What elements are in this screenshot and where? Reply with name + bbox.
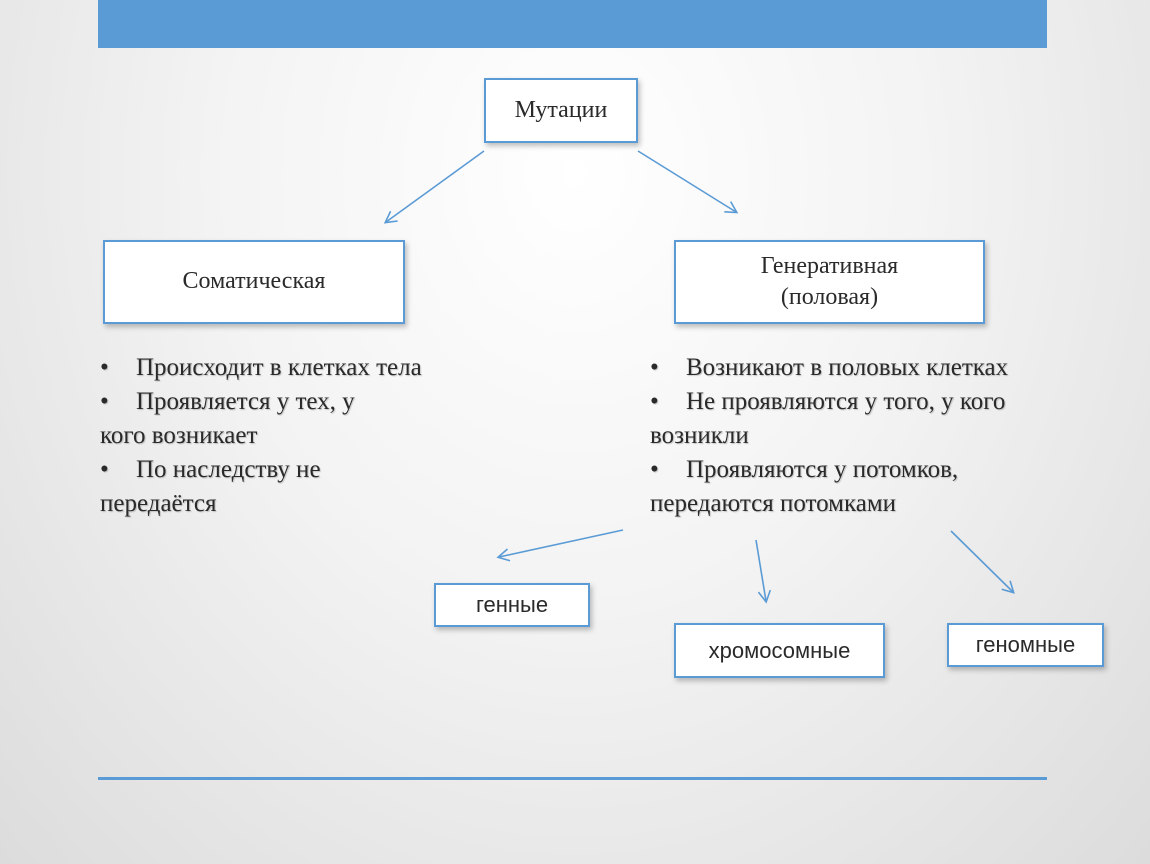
arrow-to-gene: [496, 529, 624, 562]
generative-label-line2: (половая): [780, 284, 879, 310]
arrow-to-somatic: [383, 150, 485, 224]
footer-divider: [98, 777, 1047, 780]
generative-point-3: Проявляются у потомков, передаются потом…: [650, 453, 1020, 521]
genomic-mutations-node: геномные: [947, 623, 1104, 667]
generative-point-1: Возникают в половых клетках: [650, 351, 1070, 385]
arrow-to-generative: [637, 150, 739, 214]
somatic-points: Происходит в клетках тела Проявляется у …: [100, 351, 430, 521]
generative-point-2: Не проявляются у того, у кого возникли: [650, 385, 1060, 453]
somatic-label: Соматическая: [182, 268, 326, 295]
root-node: Мутации: [484, 78, 638, 143]
somatic-point-3: По наследству не передаётся: [100, 453, 400, 521]
somatic-point-1: Происходит в клетках тела: [100, 351, 430, 385]
generative-label-line1: Генеративная: [760, 252, 899, 279]
generative-node: Генеративная (половая): [674, 240, 985, 324]
gene-mutations-label: генные: [475, 592, 549, 617]
genomic-mutations-label: геномные: [975, 632, 1076, 657]
arrow-to-chromosomal: [755, 539, 772, 604]
arrow-to-genomic: [950, 530, 1015, 594]
chromosomal-mutations-node: хромосомные: [674, 623, 885, 678]
somatic-node: Соматическая: [103, 240, 405, 324]
generative-points: Возникают в половых клетках Не проявляют…: [650, 351, 1070, 521]
chromosomal-mutations-label: хромосомные: [708, 637, 851, 663]
gene-mutations-node: генные: [434, 583, 590, 627]
root-label: Мутации: [514, 96, 608, 123]
somatic-point-2: Проявляется у тех, у кого возникает: [100, 385, 380, 453]
title-band: [98, 0, 1047, 48]
